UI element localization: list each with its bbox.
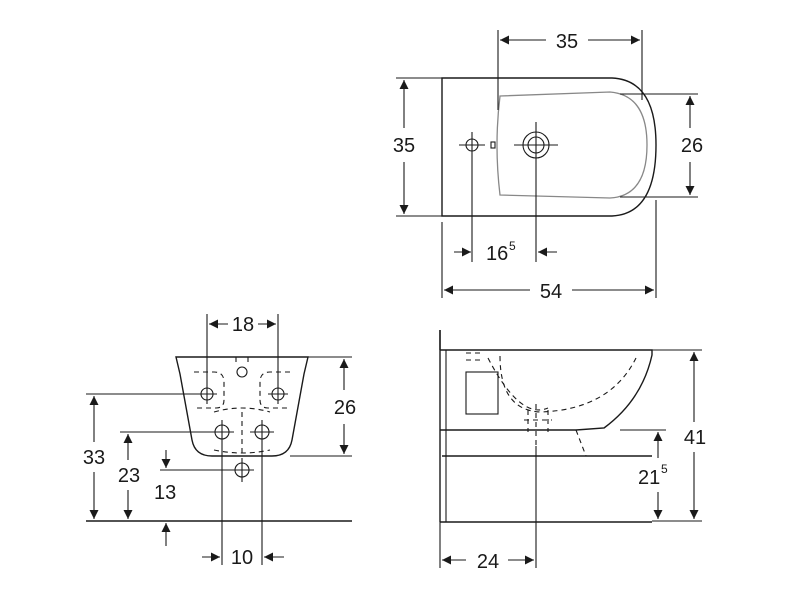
dim-bowl-depth: 26 — [681, 135, 703, 157]
dim-outlet-height: 21 — [638, 467, 660, 489]
side-view-recess — [465, 371, 499, 415]
dim-top-width-bowl: 35 — [556, 31, 578, 53]
dim-outlet-height-sup: 5 — [661, 462, 668, 476]
tap-hole-icon — [514, 122, 558, 168]
side-view-outlet — [524, 404, 552, 446]
dim-top-depth: 35 — [393, 135, 415, 157]
top-view: 35 35 26 16 5 54 — [393, 30, 703, 303]
dim-supply-height: 23 — [118, 465, 140, 487]
dim-fixing-spacing: 18 — [232, 314, 254, 336]
front-view: 18 26 33 23 13 10 — [83, 314, 356, 569]
top-view-outline — [441, 77, 657, 217]
dim-top-length: 54 — [540, 281, 562, 303]
side-view-outline — [439, 330, 653, 523]
dim-tap-offset: 16 — [486, 243, 508, 265]
front-view-outline — [175, 356, 309, 457]
tap-hole-front-icon — [235, 357, 249, 378]
dim-front-height: 26 — [334, 397, 356, 419]
top-view-bowl — [496, 91, 648, 199]
dim-waste-height: 13 — [154, 482, 176, 504]
side-view: 41 21 5 24 — [439, 330, 706, 573]
fixing-hole-left-icon — [194, 371, 225, 409]
fixing-hole-right-icon — [259, 371, 290, 409]
dim-outlet-distance: 24 — [477, 551, 499, 573]
dim-overall-height: 33 — [83, 447, 105, 469]
overflow-hole-icon — [459, 132, 485, 158]
dim-tap-offset-sup: 5 — [509, 239, 516, 253]
side-view-bowl — [499, 355, 637, 413]
supply-hole-right-icon — [250, 420, 274, 444]
dim-waste-spacing: 10 — [231, 547, 253, 569]
dim-total-height: 41 — [684, 427, 706, 449]
